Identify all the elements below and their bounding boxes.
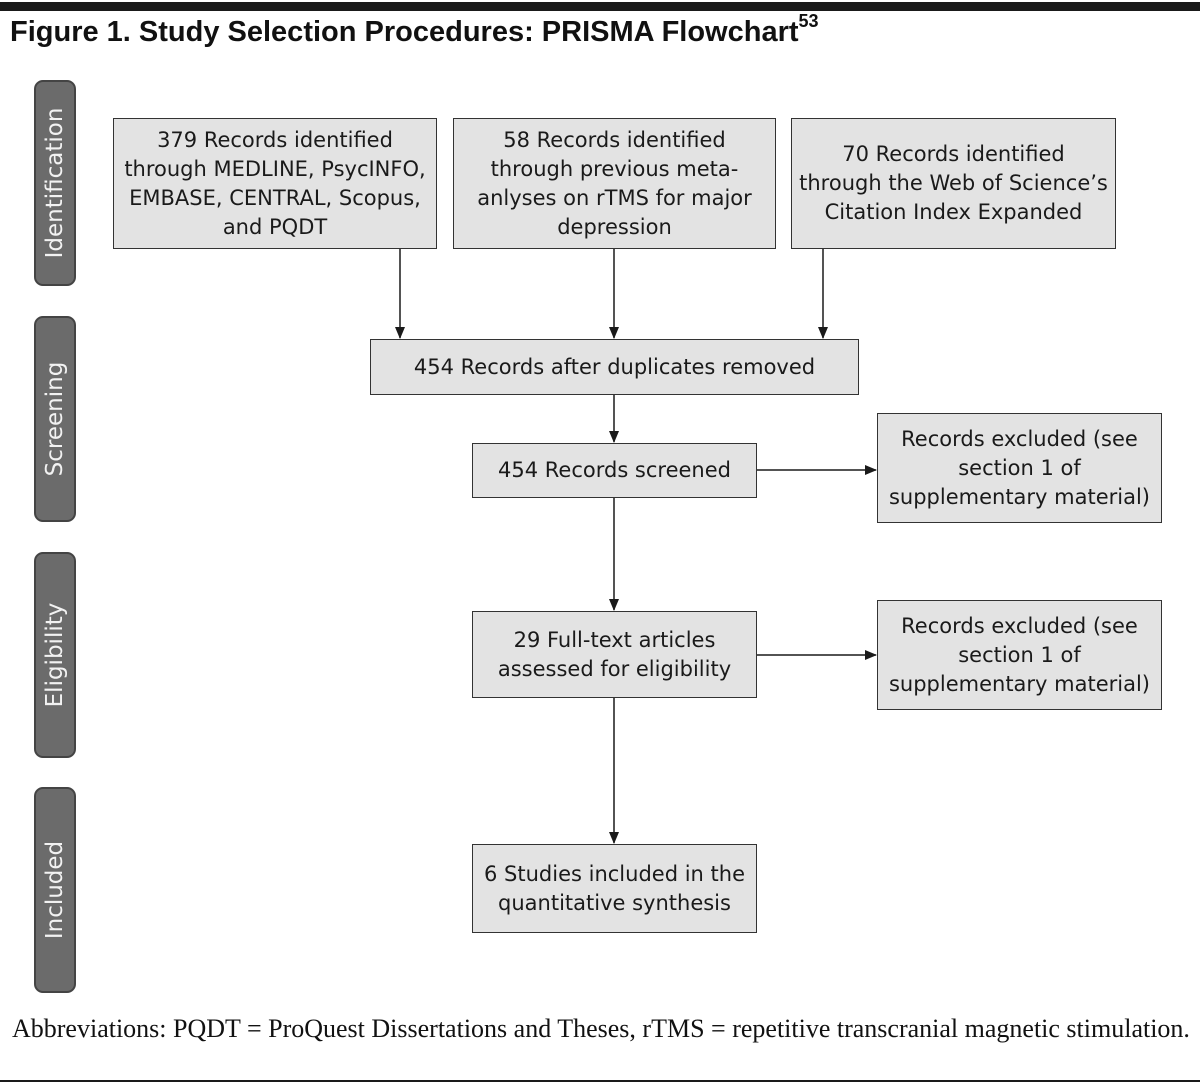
- stage-included: Included: [34, 787, 76, 993]
- box-studies-included: 6 Studies included in the quantitative s…: [472, 844, 757, 933]
- stage-screening: Screening: [34, 316, 76, 522]
- box-excluded-eligibility: Records excluded (see section 1 of suppl…: [877, 600, 1162, 710]
- bottom-rule: [0, 1080, 1200, 1082]
- box-after-duplicates: 454 Records after duplicates removed: [370, 339, 859, 395]
- top-rule: [0, 2, 1200, 11]
- figure-title: Figure 1. Study Selection Procedures: PR…: [10, 12, 819, 49]
- abbreviations-footnote: Abbreviations: PQDT = ProQuest Dissertat…: [12, 1014, 1190, 1043]
- box-records-screened: 454 Records screened: [472, 443, 757, 498]
- box-records-databases: 379 Records identified through MEDLINE, …: [113, 118, 437, 249]
- box-records-meta-analyses: 58 Records identified through previous m…: [453, 118, 776, 249]
- figure-title-reference: 53: [798, 11, 819, 31]
- box-excluded-screening: Records excluded (see section 1 of suppl…: [877, 413, 1162, 523]
- stage-identification: Identification: [34, 80, 76, 286]
- box-fulltext-assessed: 29 Full-text articles assessed for eligi…: [472, 611, 757, 698]
- figure-title-text: Figure 1. Study Selection Procedures: PR…: [10, 16, 799, 48]
- box-records-web-of-science: 70 Records identified through the Web of…: [791, 118, 1116, 249]
- stage-eligibility: Eligibility: [34, 552, 76, 758]
